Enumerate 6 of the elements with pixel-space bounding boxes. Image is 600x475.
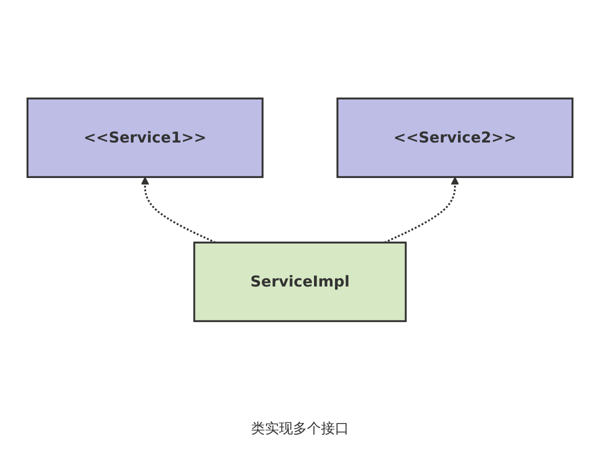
node-box: <<Service2>> <box>336 98 574 178</box>
node-box: ServiceImpl <box>193 242 407 322</box>
node-box: <<Service1>> <box>26 98 264 178</box>
arrow <box>384 176 460 244</box>
arrow <box>140 176 216 244</box>
caption: 类实现多个接口 <box>251 420 349 438</box>
